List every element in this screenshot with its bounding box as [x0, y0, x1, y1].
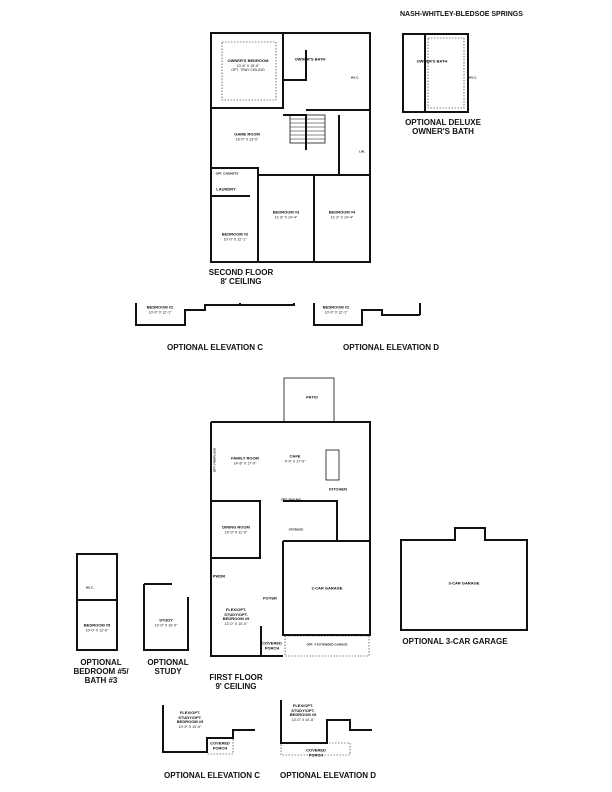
foyer-label: FOYER — [263, 595, 277, 601]
bedroom5-label: BEDROOM #510'-0" x 12'-0" — [83, 622, 111, 632]
owners-bath-label: OWNER'S BATH — [294, 56, 326, 62]
laundry-label: LAUNDRY — [216, 186, 236, 192]
flex-room-label: FLEX/OPT. STUDY/OPT. BEDROOM #513'-0" x … — [222, 606, 250, 626]
linen-label: LIN. — [359, 149, 365, 154]
elev-c-bedroom2-label: BEDROOM #210'-0" x 12'-1" — [146, 304, 174, 314]
bedroom5-wic-label: W.I.C. — [85, 585, 95, 590]
elev-c-1st-caption: OPTIONAL ELEVATION C — [163, 771, 261, 780]
3car-garage-walls — [400, 527, 528, 631]
first-floor-walls — [210, 421, 371, 657]
3car-garage-caption: OPTIONAL 3-CAR GARAGE — [402, 637, 508, 646]
elev-d-porch-label: COVERED PORCH — [306, 747, 326, 757]
elev-d-flex-label: FLEX/OPT.STUDY/OPT.BEDROOM #513'-0" x 10… — [289, 702, 317, 722]
bedroom4-label: BEDROOM #411'-2" x 14'-4" — [328, 209, 356, 219]
tray-ceiling-outline — [221, 41, 277, 101]
deluxe-bath-walls — [402, 33, 469, 113]
elev-c-flex-label: FLEX/OPT.STUDY/OPT.BEDROOM #510'-9" x 10… — [176, 709, 204, 729]
bedroom5-walls — [76, 553, 118, 651]
ext-garage-outline — [284, 635, 370, 657]
elev-d-2nd-caption: OPTIONAL ELEVATION D — [342, 343, 440, 352]
study-walls — [143, 583, 189, 651]
elev-d-bedroom2-label: BEDROOM #210'-0" x 12'-1" — [322, 304, 350, 314]
wic-label: W.I.C. — [350, 75, 360, 80]
opt-railing-label: OPT. RAILING — [281, 497, 301, 502]
plan-title: NASH-WHITLEY-BLEDSOE SPRINGS — [400, 11, 523, 18]
deluxe-owners-bath-label: OWNER'S BATH — [416, 58, 448, 64]
kitchen-label: KITCHEN — [329, 486, 347, 492]
laundry-cabinets-label: OPT. CABINETS — [215, 171, 239, 176]
elev-d-2nd-walls — [313, 303, 421, 326]
elev-c-porch-label: COVERED PORCH — [210, 740, 230, 750]
3car-garage-label: 3-CAR GARAGE — [448, 580, 480, 586]
elev-c-2nd-caption: OPTIONAL ELEVATION C — [166, 343, 264, 352]
elev-c-2nd-walls — [135, 303, 295, 326]
pwdr-label: PWDR — [212, 573, 226, 579]
covered-porch-label: COVERED PORCH — [262, 640, 282, 650]
storage-label: STORAGE — [288, 527, 304, 532]
bedroom2-label: BEDROOM #210'-0" x 12'-1" — [221, 231, 249, 241]
deluxe-wic-label: W.I.C. — [468, 75, 478, 80]
fireplace-label: OPT. FIREPLACE — [212, 447, 217, 473]
bedroom3-label: BEDROOM #311'-6" x 14'-4" — [272, 209, 300, 219]
stairs-upper — [289, 114, 326, 144]
elev-d-1st-caption: OPTIONAL ELEVATION D — [279, 771, 377, 780]
patio-label: PATIO — [306, 394, 318, 400]
ext-garage-label: OPT. 4' EXTENDED GARAGE — [306, 642, 348, 647]
kitchen-island — [325, 449, 340, 481]
2car-garage-label: 2-CAR GARAGE — [311, 585, 343, 591]
